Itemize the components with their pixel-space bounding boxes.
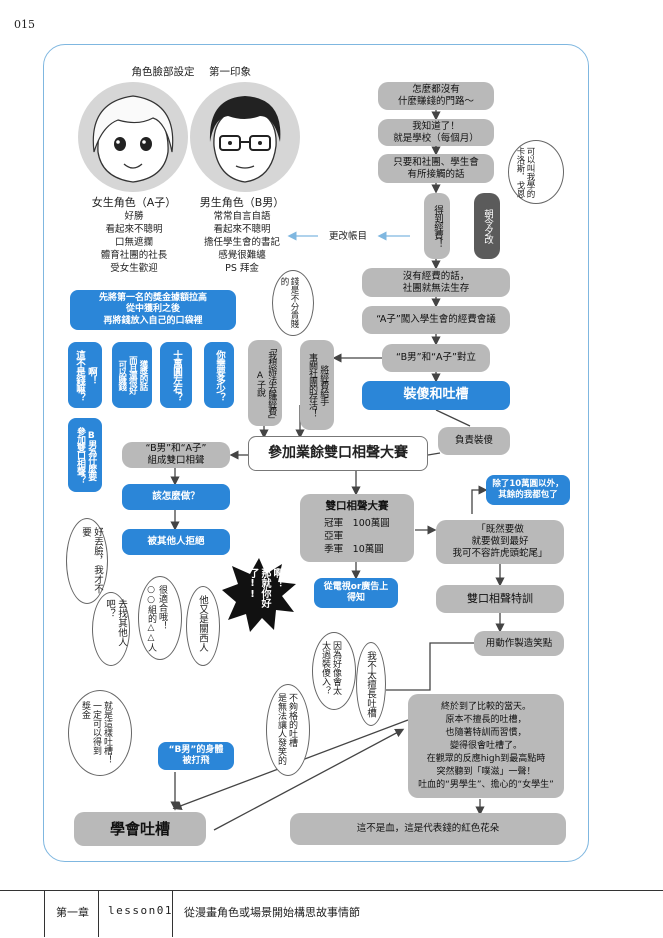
bubble-too-boke-text: 因為好像會太 太過裝傻入？ bbox=[320, 641, 341, 695]
prize-list: 冠軍 100萬圓 亞軍 季軍 10萬圓 bbox=[324, 517, 390, 555]
bubble-find-others-text: 去找其他人吧？ bbox=[104, 599, 127, 647]
flow-no-money-idea: 怎麼都沒有 什麼賺錢的門路～ bbox=[378, 82, 494, 110]
flow-funds-change: 朝令夕改 bbox=[474, 193, 500, 259]
flow-idea-school: 我知道了！ 就是學校（每個月） bbox=[378, 119, 494, 146]
prize-title: 雙口相聲大賽 bbox=[325, 500, 389, 513]
footer-separator bbox=[172, 891, 173, 937]
flow-rest-mine: 除了10萬圓以外， 其餘的我都包了 bbox=[486, 475, 570, 505]
bubble-kansai: 他又是關西人 bbox=[186, 586, 220, 666]
bubble-too-boke: 因為好像會太 太過裝傻入？ bbox=[312, 632, 356, 710]
flow-no-funds-no-club: 沒有經費的話， 社團就無法生存 bbox=[362, 268, 510, 297]
flow-get-funds: 得到經費！ bbox=[424, 193, 450, 259]
boy-face-illustration bbox=[190, 82, 300, 192]
flow-form-duo: “B男”和“A子” 組成雙口相聲 bbox=[122, 442, 230, 468]
footer-chapter: 第一章 bbox=[56, 906, 89, 919]
bubble-not-good-text: 我不太擅長吐槽 bbox=[365, 651, 376, 718]
bubble-weak-tsukkomi: 不夠格的吐槽 是無法讓人發笑的 bbox=[266, 684, 310, 776]
bubble-suits-you: 很適合哦！ ○○組的△△人 bbox=[138, 576, 182, 660]
flow-win-earn: 獲獎的話 而且還很好 可以賺錢 bbox=[112, 342, 152, 408]
flow-play-boke: 負責裝傻 bbox=[438, 427, 510, 455]
shout-burst: 啊！ 那就你好了!! bbox=[220, 556, 298, 634]
flow-crash-meeting: “A子”闖入學生會的經費會議 bbox=[362, 306, 510, 334]
flow-how-much: 你需要多少？ bbox=[204, 342, 234, 408]
flow-contest-day: 終於到了比較的當天。 原本不擅長的吐槽， 也隨著特訓而習慣， 變得很會吐槽了。 … bbox=[408, 694, 564, 798]
girl-name: 女生角色（A子） bbox=[91, 196, 177, 209]
bubble-not-good: 我不太擅長吐槽 bbox=[356, 642, 386, 726]
flow-blown-away: “B男”的身體 被打飛 bbox=[158, 742, 234, 770]
footer-title: 從漫畫角色或場景開始構思故事情節 bbox=[184, 906, 360, 919]
flow-why-join: B男為什麼要 參加雙口相聲？ bbox=[68, 418, 102, 492]
flow-conflict: “B男”和“A子”對立 bbox=[382, 344, 490, 372]
shout-burst-text: 啊！ 那就你好了!! bbox=[247, 568, 282, 608]
heading-first-impression: 第一印象 bbox=[209, 66, 251, 78]
flow-a-earn-funds: 「我想辦法去賺經費」A子說 bbox=[248, 340, 282, 426]
flow-contact-clubs: 只要和社團、學生會 有所接觸的話 bbox=[378, 154, 494, 183]
flow-refused: 被其他人拒絕 bbox=[122, 529, 230, 555]
bubble-prize-win-text: 就是這樣吐槽！ 一定可以得到 獎金 bbox=[80, 701, 112, 764]
bubble-embarrassing-text: 好丟臉，我才不要 bbox=[80, 527, 103, 594]
flow-action-gags: 用動作製造笑點 bbox=[474, 631, 564, 656]
money-thought-bubble: 錢是不分貴賤的 bbox=[272, 270, 314, 336]
girl-face-illustration bbox=[78, 82, 188, 192]
student-thought-text: 可以叫我學的 卡洛斯．戈恩 bbox=[515, 147, 535, 198]
flow-isnt-it-money: 啊！ 這不是錢嘛？ bbox=[68, 342, 102, 408]
change-accounts-label: 更改帳目 bbox=[328, 231, 367, 242]
heading-face-setting: 角色臉部設定 bbox=[131, 66, 195, 78]
flow-tv-ad: 從電視or廣告上 得知 bbox=[314, 578, 398, 608]
bubble-prize-win: 就是這樣吐槽！ 一定可以得到 獎金 bbox=[68, 690, 132, 776]
bubble-embarrassing: 好丟臉，我才不要 bbox=[66, 518, 108, 604]
flow-training: 雙口相聲特訓 bbox=[436, 585, 564, 613]
footer-rule bbox=[0, 890, 663, 891]
contest-prize-box: 雙口相聲大賽 冠軍 100萬圓 亞軍 季軍 10萬圓 bbox=[300, 494, 414, 562]
footer-separator bbox=[44, 891, 45, 937]
flow-raise-prize: 先將第一名的獎金據額拉高 從中獲利之後 再將錢放入自己的口袋裡 bbox=[70, 290, 236, 330]
flow-boke-tsukkomi: 裝傻和吐槽 bbox=[362, 381, 510, 410]
footer-separator bbox=[98, 891, 99, 937]
money-thought-text: 錢是不分貴賤的 bbox=[279, 277, 299, 328]
flow-join-contest: 參加業餘雙口相聲大賽 bbox=[248, 436, 428, 471]
flow-club-survival: 將經費給手 事關社團的存活！ bbox=[300, 340, 334, 430]
bubble-weak-tsukkomi-text: 不夠格的吐槽 是無法讓人發笑的 bbox=[276, 693, 297, 765]
student-thought-bubble: 可以叫我學的 卡洛斯．戈恩 bbox=[508, 140, 564, 204]
bubble-find-others: 去找其他人吧？ bbox=[92, 592, 130, 666]
flow-do-it-well: 「既然要做 就要做到最好 我可不容許虎頭蛇尾」 bbox=[436, 520, 564, 564]
flow-about-100k: 十萬圓左右？ bbox=[160, 342, 192, 408]
page-number: 015 bbox=[14, 18, 35, 31]
bubble-kansai-text: 他又是關西人 bbox=[197, 595, 208, 652]
footer-lesson: lesson01 bbox=[108, 904, 173, 917]
bubble-suits-you-text: 很適合哦！ ○○組的△△人 bbox=[146, 585, 167, 652]
flow-not-blood: 這不是血，這是代表錢的紅色花朵 bbox=[290, 813, 566, 845]
content-frame bbox=[43, 44, 589, 862]
girl-traits: 好勝 看起來不聰明 口無遮攔 體育社團的社長 受女生歡迎 bbox=[100, 211, 168, 274]
flow-what-to-do: 該怎麼做？ bbox=[122, 484, 230, 510]
boy-name: 男生角色（B男） bbox=[199, 196, 285, 209]
boy-traits: 常常自言自語 看起來不聰明 擔任學生會的書記 感覺很難纏 PS 拜金 bbox=[203, 211, 280, 274]
flow-learn-tsukkomi: 學會吐槽 bbox=[74, 812, 206, 846]
